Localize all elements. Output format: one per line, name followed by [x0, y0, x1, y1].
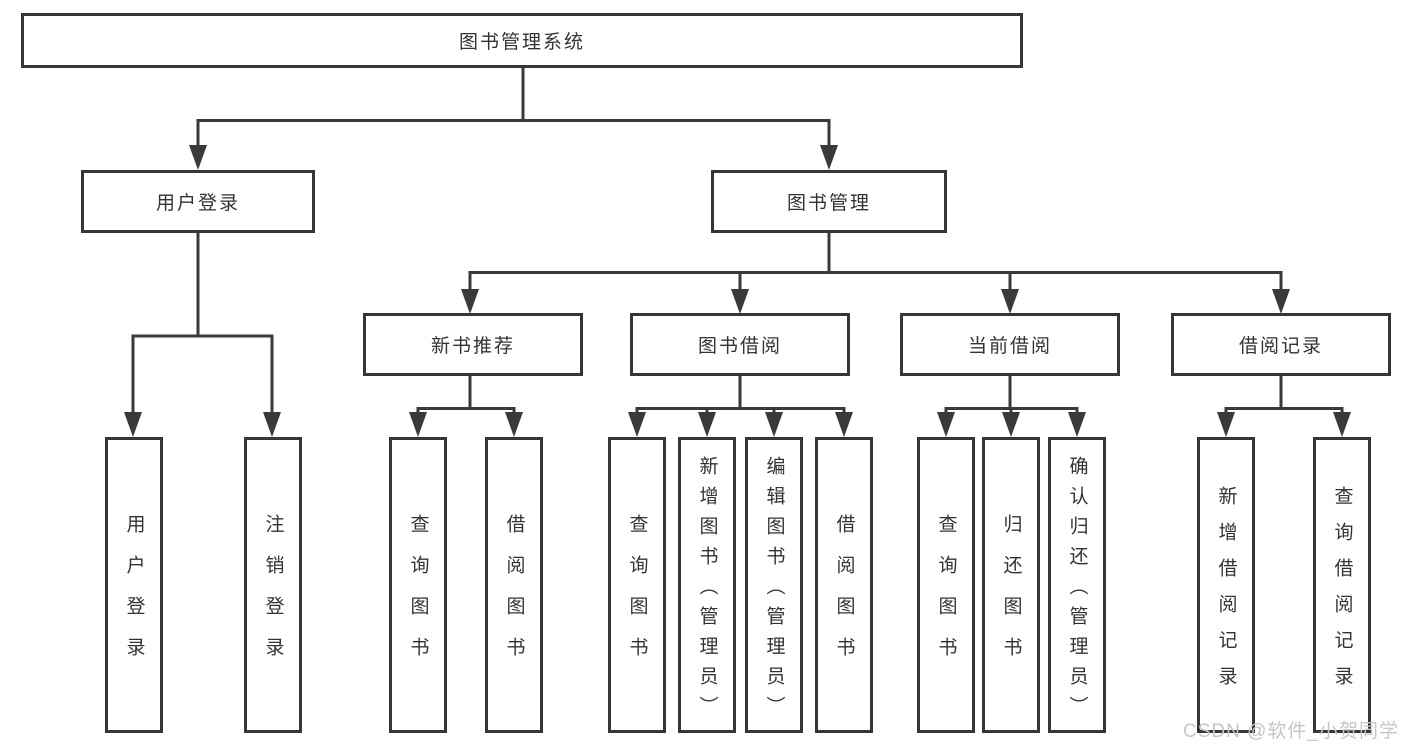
arrow-down-icon: [1333, 412, 1351, 437]
leaf-user-login: 用户登录: [105, 437, 163, 733]
edge-records-to-leaves: [1224, 376, 1344, 414]
node-label: 图书借阅: [697, 336, 782, 357]
node-label: 查询图书: [626, 514, 648, 678]
edge-userlogin-to-leaves: [131, 232, 274, 413]
node-label: 查询图书: [407, 514, 429, 678]
node-label: 新书推荐: [430, 336, 515, 357]
leaf-br-query-record: 查询借阅记录: [1313, 437, 1371, 733]
node-user-login: 用户登录: [81, 170, 315, 233]
arrow-down-icon: [263, 412, 281, 437]
arrow-down-icon: [698, 412, 716, 437]
csdn-watermark: CSDN @软件_小贺同学: [1183, 721, 1399, 742]
edge-bookmgmt-to-level3: [468, 233, 1283, 291]
node-label: 用户登录: [123, 514, 145, 678]
node-label: 注销登录: [262, 514, 284, 678]
leaf-bb-add-books-admin: 新增图书（管理员）: [678, 437, 736, 733]
arrow-down-icon: [461, 289, 479, 314]
arrow-down-icon: [1272, 289, 1290, 314]
leaf-nb-borrow-books: 借阅图书: [485, 437, 543, 733]
leaf-cb-return-books: 归还图书: [982, 437, 1040, 733]
node-label: 图书管理系统: [458, 32, 585, 53]
arrow-down-icon: [505, 412, 523, 437]
node-label: 借阅图书: [503, 514, 525, 678]
leaf-nb-query-books: 查询图书: [389, 437, 447, 733]
node-label: 用户登录: [155, 193, 240, 214]
node-root: 图书管理系统: [21, 13, 1023, 68]
arrow-down-icon: [628, 412, 646, 437]
node-label: 归还图书: [1000, 514, 1022, 678]
arrow-down-icon: [835, 412, 853, 437]
node-label: 确认归还（管理员）: [1066, 455, 1088, 726]
node-label: 借阅记录: [1238, 336, 1323, 357]
edge-newbook-to-leaves: [416, 376, 516, 414]
node-label: 新增图书（管理员）: [696, 455, 718, 726]
node-label: 查询图书: [935, 514, 957, 678]
edge-root-to-level2: [196, 68, 831, 147]
arrow-down-icon: [937, 412, 955, 437]
node-label: 借阅图书: [833, 514, 855, 678]
node-borrowing-records: 借阅记录: [1171, 313, 1391, 376]
arrow-down-icon: [1068, 412, 1086, 437]
node-book-management: 图书管理: [711, 170, 947, 233]
arrow-down-icon: [820, 145, 838, 170]
edge-current-to-leaves: [944, 376, 1079, 414]
node-current-borrowing: 当前借阅: [900, 313, 1120, 376]
leaf-cb-query-books: 查询图书: [917, 437, 975, 733]
arrow-down-icon: [409, 412, 427, 437]
node-label: 图书管理: [786, 193, 871, 214]
arrow-down-icon: [731, 289, 749, 314]
arrow-down-icon: [1217, 412, 1235, 437]
arrow-down-icon: [189, 145, 207, 170]
node-label: 新增借阅记录: [1215, 485, 1237, 702]
leaf-logout: 注销登录: [244, 437, 302, 733]
arrow-down-icon: [1002, 412, 1020, 437]
leaf-cb-confirm-return-admin: 确认归还（管理员）: [1048, 437, 1106, 733]
leaf-bb-edit-books-admin: 编辑图书（管理员）: [745, 437, 803, 733]
node-label: 当前借阅: [967, 336, 1052, 357]
node-label: 查询借阅记录: [1331, 485, 1353, 702]
leaf-br-add-record: 新增借阅记录: [1197, 437, 1255, 733]
arrow-down-icon: [1001, 289, 1019, 314]
edge-borrow-to-leaves: [635, 376, 846, 414]
arrow-down-icons: [124, 145, 1351, 437]
leaf-bb-query-books: 查询图书: [608, 437, 666, 733]
node-new-book-recommend: 新书推荐: [363, 313, 583, 376]
node-label: 编辑图书（管理员）: [763, 455, 785, 726]
arrow-down-icon: [124, 412, 142, 437]
leaf-bb-borrow-books: 借阅图书: [815, 437, 873, 733]
arrow-down-icon: [765, 412, 783, 437]
node-book-borrowing: 图书借阅: [630, 313, 850, 376]
connector-lines: [131, 68, 1344, 414]
